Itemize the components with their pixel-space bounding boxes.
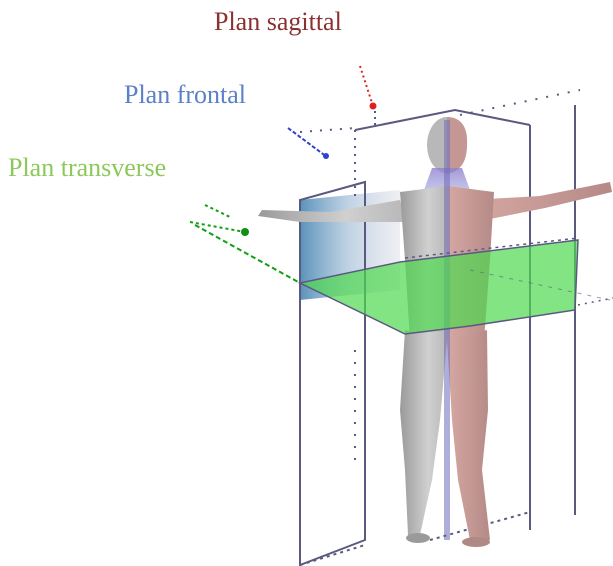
transverse-plane-label: Plan transverse [8,153,167,182]
transverse-axis-marker [189,204,301,284]
frontal-plane-label: Plan frontal [124,80,247,109]
sagittal-axis-marker [359,65,377,110]
frontal-plane [299,180,400,566]
human-figure [258,117,612,547]
transverse-plane [297,237,613,335]
sagittal-plane-label: Plan sagittal [214,7,342,36]
frontal-axis-marker [287,127,329,159]
